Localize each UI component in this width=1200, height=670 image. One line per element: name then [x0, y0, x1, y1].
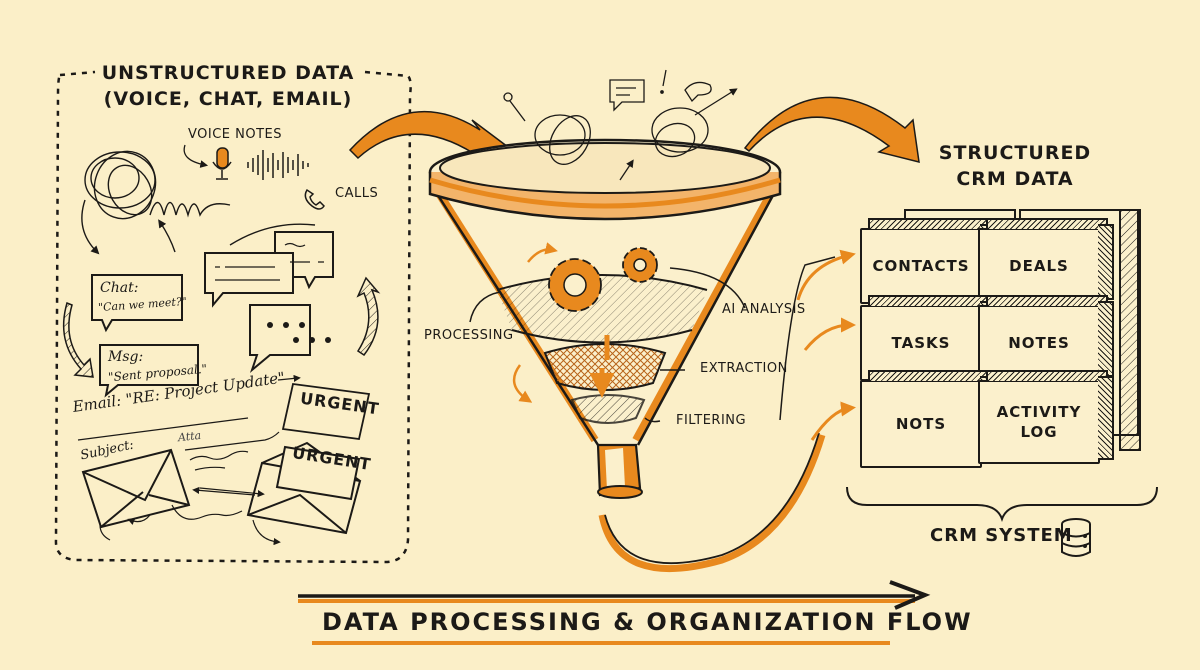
crm-box-notes[interactable]: NOTES [978, 295, 1114, 381]
crm-box-deals[interactable]: DEALS [978, 218, 1114, 304]
voice-notes-label: VOICE NOTES [188, 127, 283, 142]
funnel-label-leaders [469, 267, 746, 423]
crm-system-label: CRM SYSTEM [930, 525, 1073, 546]
flow-title: DATA PROCESSING & ORGANIZATION FLOW [322, 608, 973, 636]
unstructured-data-title: UNSTRUCTURED DATA [101, 62, 355, 84]
processing-cycle-arrow [512, 364, 533, 403]
gear-icon-small [622, 247, 658, 283]
phone-icon [304, 188, 325, 210]
flow-direction-arrow [298, 580, 931, 645]
urgent-card [281, 383, 371, 440]
chat-bubble-lines [215, 242, 324, 281]
typing-dots [267, 322, 331, 343]
crm-box-label: ACTIVITY LOG [996, 403, 1082, 441]
chat-bubbles [91, 231, 334, 398]
chaotic-input-scribbles [503, 69, 738, 181]
gear-icon [548, 258, 602, 312]
extraction-label: EXTRACTION [700, 361, 788, 376]
funnel [428, 138, 782, 500]
calls-label: CALLS [335, 186, 379, 201]
output-curve-arrow [598, 256, 836, 573]
msg-bubble-title: Msg: [108, 349, 144, 365]
open-envelope-icon [246, 441, 362, 535]
crm-box-label: CONTACTS [872, 257, 970, 275]
microphone-icon [212, 147, 232, 180]
crm-box-label: DEALS [1009, 257, 1069, 275]
unstructured-panel-border [54, 70, 412, 564]
scribble-doodle [81, 150, 316, 255]
crm-box-nots[interactable]: NOTS [860, 370, 996, 468]
unstructured-data-subtitle: (VOICE, CHAT, EMAIL) [103, 88, 353, 110]
email-scribbles [77, 374, 301, 546]
processing-label: PROCESSING [424, 328, 514, 343]
crm-box-contacts[interactable]: CONTACTS [860, 218, 996, 304]
database-icon [1061, 518, 1091, 557]
filtering-label: FILTERING [676, 413, 747, 428]
flow-arrow-out-of-funnel [743, 96, 920, 163]
attachment-scribble: Atta [177, 428, 202, 445]
crm-box-label: NOTS [895, 415, 947, 433]
chat-bubble-title: Chat: [100, 280, 139, 296]
ai-analysis-label: AI ANALYSIS [722, 302, 806, 317]
crm-box-activity-log[interactable]: ACTIVITY LOG [978, 370, 1114, 464]
hatched-cycle-arrows [62, 276, 381, 378]
system-brace [846, 486, 1158, 522]
envelope-icon [81, 448, 191, 529]
crm-box-label: NOTES [1008, 334, 1070, 352]
soundwave-icon [247, 150, 309, 180]
structured-crm-title-line1: STRUCTURED [938, 142, 1092, 164]
structured-crm-title-line2: CRM DATA [956, 168, 1074, 190]
connector-arrows-to-boxes [796, 249, 856, 441]
crm-box-label: TASKS [891, 334, 951, 352]
